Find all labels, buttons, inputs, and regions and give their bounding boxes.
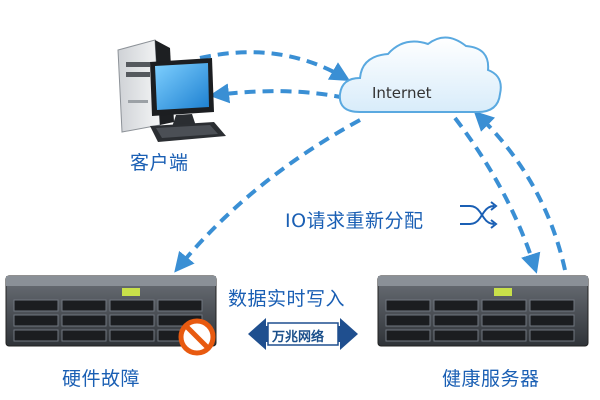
internet-to-healthy-server-arrow	[453, 116, 541, 274]
internet-to-failed-server-arrow	[174, 118, 361, 273]
client-to-internet-arrow	[199, 50, 351, 82]
healthy-server-label: 健康服务器	[442, 368, 540, 390]
io-redistribution-label: IO请求重新分配	[285, 210, 424, 232]
client-label: 客户端	[130, 152, 189, 174]
rack-server-icon	[5, 275, 217, 347]
prohibited-icon	[178, 318, 216, 356]
internet-to-client-arrow	[209, 83, 346, 104]
failed-server-label: 硬件故障	[62, 368, 141, 390]
healthy-server-to-internet-arrow	[473, 110, 567, 271]
shuffle-icon	[460, 201, 498, 229]
desktop-computer-icon	[117, 39, 226, 142]
cloud-icon	[338, 36, 502, 113]
realtime-write-label: 数据实时写入	[228, 288, 346, 310]
rack-server-icon	[377, 275, 589, 347]
internet-label: Internet	[372, 84, 432, 102]
network-label: 万兆网络	[272, 330, 325, 345]
double-arrow-icon	[248, 318, 358, 350]
